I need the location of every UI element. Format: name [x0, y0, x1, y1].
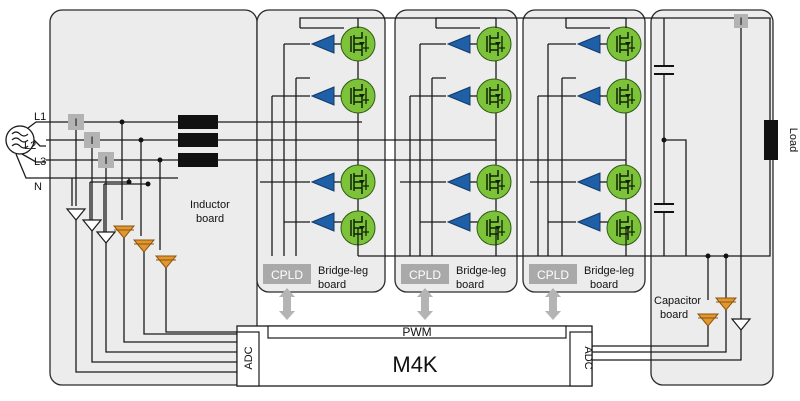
svg-text:I: I — [739, 16, 742, 28]
cpld-1 — [263, 264, 311, 284]
inductor-board-label-1: Inductor — [190, 199, 230, 211]
capacitor-board-content: Load I Capacitor board — [592, 14, 799, 361]
svg-text:CPLD: CPLD — [271, 268, 303, 282]
svg-text:I: I — [104, 155, 107, 167]
capacitor-icon — [654, 203, 674, 213]
inductor-board — [49, 9, 258, 386]
inductor-l1 — [178, 115, 218, 129]
svg-text:I: I — [90, 135, 93, 147]
load — [764, 120, 778, 160]
bridge-leg-label-2b: board — [456, 279, 484, 291]
mosfet-icon — [340, 26, 376, 62]
bus-arrow-icon — [279, 288, 295, 320]
inductor-l3 — [178, 153, 218, 167]
inductor-l2 — [178, 133, 218, 147]
bridge-leg-label-3b: board — [590, 279, 618, 291]
capacitor-board-label-1: Capacitor — [654, 295, 701, 307]
mosfet-icon — [476, 210, 512, 246]
current-sensor-out: I — [734, 14, 748, 28]
mosfet-icon — [476, 78, 512, 114]
mosfet-icon — [606, 78, 642, 114]
current-sensor-l2: I — [84, 132, 100, 148]
pwm-bus — [267, 325, 567, 339]
adc-left-label: ADC — [243, 346, 255, 369]
bridge-leg-label-2a: Bridge-leg — [456, 265, 506, 277]
bridge-leg-1: CPLD Bridge-leg board — [260, 17, 376, 320]
mosfet-icon — [476, 26, 512, 62]
capacitor-board — [650, 9, 774, 386]
mosfet-icon — [476, 164, 512, 200]
bridge-leg-2: CPLD Bridge-leg board — [400, 17, 512, 320]
svg-text:I: I — [74, 117, 77, 129]
m4k-controller: PWM ADC ADC M4K — [236, 325, 594, 387]
inductor-board-label-2: board — [196, 213, 224, 225]
mosfet-icon — [340, 164, 376, 200]
cpld-3 — [529, 264, 577, 284]
mosfet-icon — [606, 26, 642, 62]
mosfet-icon — [606, 164, 642, 200]
bus-arrow-icon — [545, 288, 561, 320]
controller-name: M4K — [392, 352, 438, 377]
svg-text:CPLD: CPLD — [409, 268, 441, 282]
bridge-leg-label-1a: Bridge-leg — [318, 265, 368, 277]
cpld-2 — [401, 264, 449, 284]
pwm-label: PWM — [402, 325, 431, 339]
bus-arrow-icon — [417, 288, 433, 320]
line-label-n: N — [34, 181, 42, 193]
mosfet-icon — [606, 210, 642, 246]
ac-source-icon — [5, 125, 35, 155]
adc-left — [236, 331, 260, 387]
mosfet-icon — [340, 78, 376, 114]
current-sensor-l3: I — [98, 152, 114, 168]
capacitor-icon — [654, 65, 674, 75]
line-label-l3: L3 — [34, 156, 46, 168]
current-sensor-l1: I — [68, 114, 84, 130]
line-label-l1: L1 — [34, 111, 46, 123]
adc-right-label: ADC — [582, 346, 594, 369]
svg-text:CPLD: CPLD — [537, 268, 569, 282]
bridge-leg-3: CPLD Bridge-leg board — [529, 17, 642, 320]
adc-right — [569, 331, 593, 387]
bridge-leg-label-3a: Bridge-leg — [584, 265, 634, 277]
load-label: Load — [787, 128, 799, 152]
line-label-l2: L2 — [24, 140, 36, 152]
capacitor-board-label-2: board — [660, 309, 688, 321]
bridge-leg-label-1b: board — [318, 279, 346, 291]
